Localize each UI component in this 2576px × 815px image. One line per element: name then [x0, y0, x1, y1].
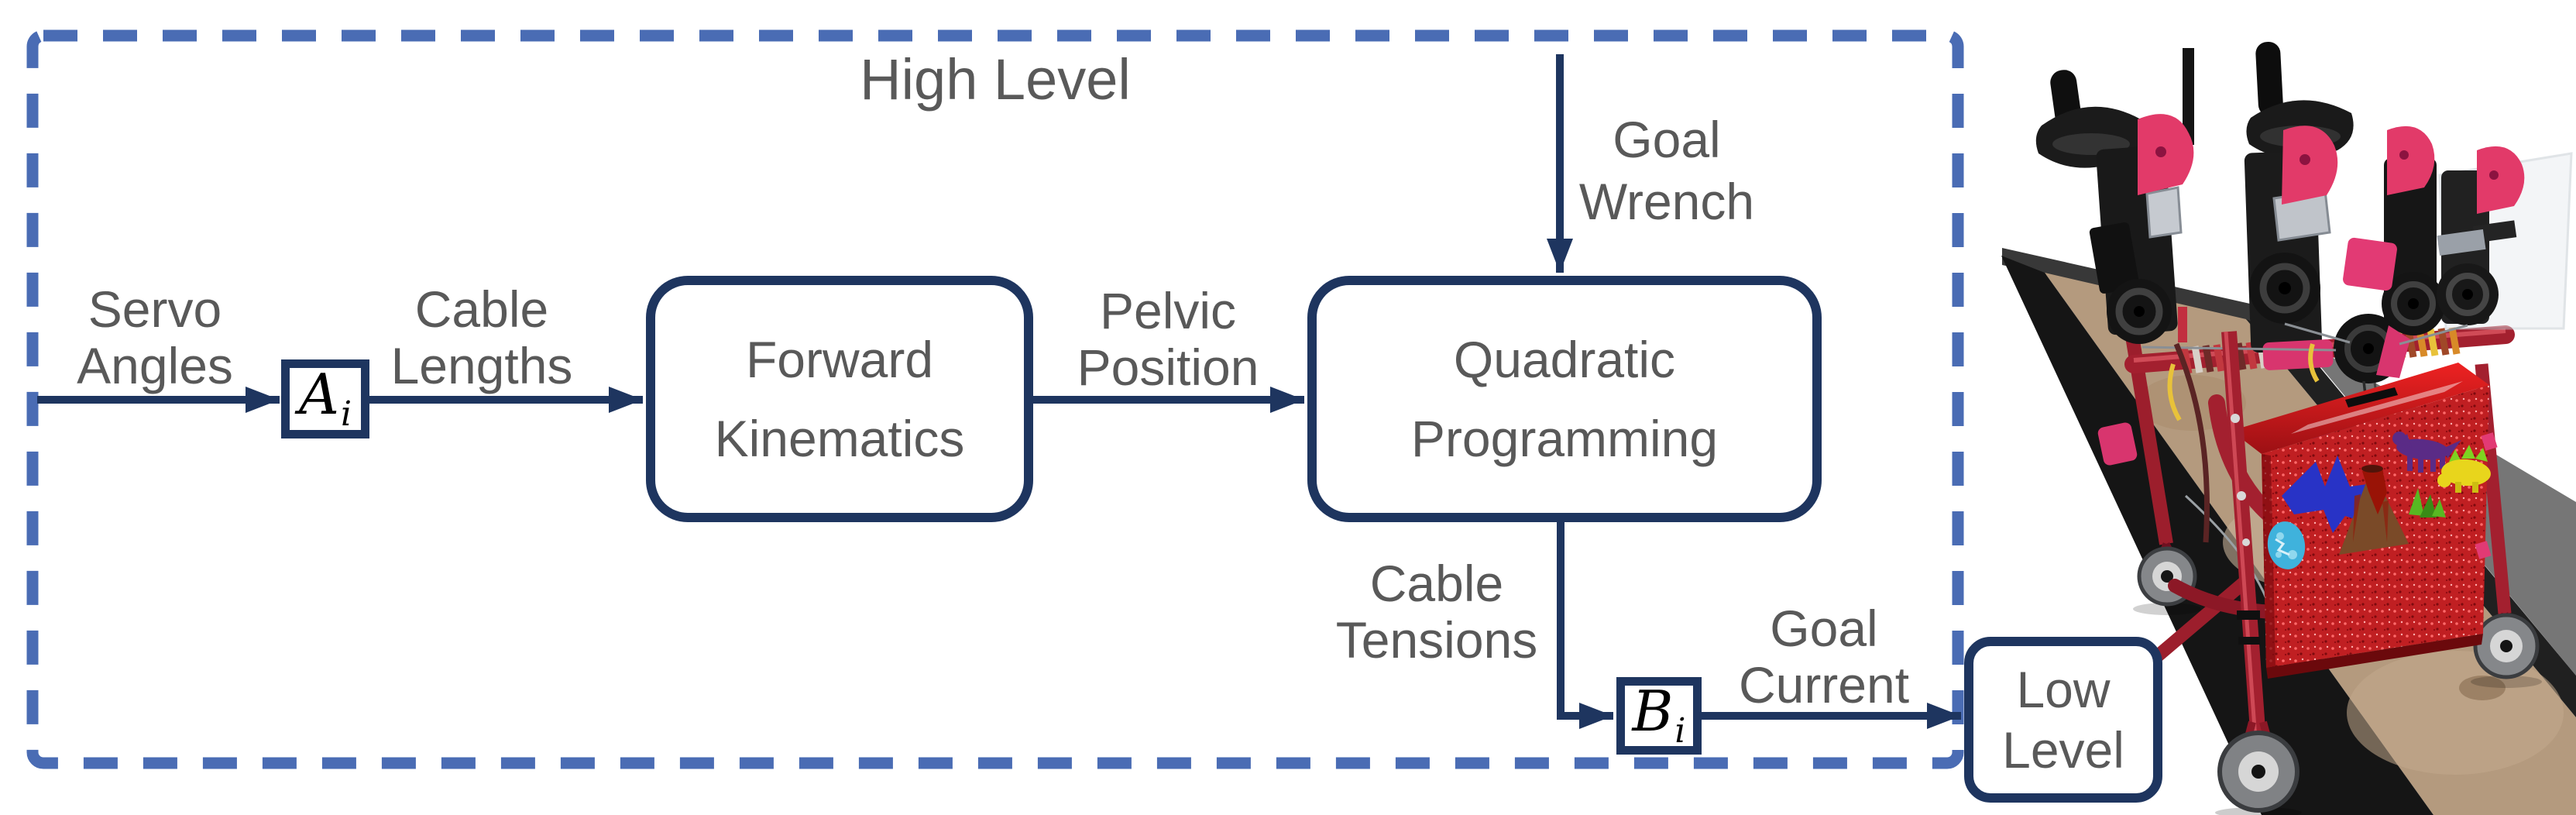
low-level-block: Low Level: [1964, 637, 2162, 803]
label-cable-lengths: Cable Lengths: [390, 280, 573, 394]
gain-b-base: B: [1632, 678, 1674, 744]
high-level-title: High Level: [860, 47, 1131, 112]
label-goal-wrench: Goal Wrench: [1578, 111, 1755, 230]
gain-block-a: Ai: [281, 359, 369, 438]
forward-kinematics-block: Forward Kinematics: [646, 276, 1033, 522]
electronics-box: [2231, 363, 2498, 679]
arrow-cable-tensions: [1557, 522, 1613, 729]
sticker-purple-dinosaur: [2392, 432, 2461, 473]
high-level-dashed-boundary: [26, 29, 1964, 769]
label-pelvic-position: Pelvic Position: [1077, 282, 1259, 396]
sticker-stegosaurus: [2437, 445, 2491, 493]
walker-photo: [2001, 41, 2576, 815]
sticker-grass: [2409, 488, 2446, 518]
sticker-volcano: [2339, 465, 2409, 555]
quadratic-programming-block: Quadratic Programming: [1307, 276, 1822, 522]
servo-tower-middle: [2244, 41, 2354, 370]
gain-b-symbol: Bi: [1633, 683, 1686, 748]
servo-tower-right-pair: [2382, 126, 2573, 335]
label-cable-tensions: Cable Tensions: [1335, 555, 1538, 669]
gain-a-subscript: i: [340, 394, 352, 435]
sticker-egg: [2267, 521, 2306, 569]
signal-arrows: [37, 54, 1961, 729]
walker-front-leg: [2215, 331, 2302, 815]
gain-a-symbol: Ai: [299, 366, 352, 432]
label-servo-angles: Servo Angles: [77, 280, 233, 394]
servo-tower-left: [2035, 48, 2194, 344]
gain-a-base: A: [298, 361, 339, 427]
gain-block-b: Bi: [1616, 677, 1702, 755]
label-goal-current: Goal Current: [1738, 600, 1910, 714]
gain-b-subscript: i: [1674, 711, 1686, 751]
